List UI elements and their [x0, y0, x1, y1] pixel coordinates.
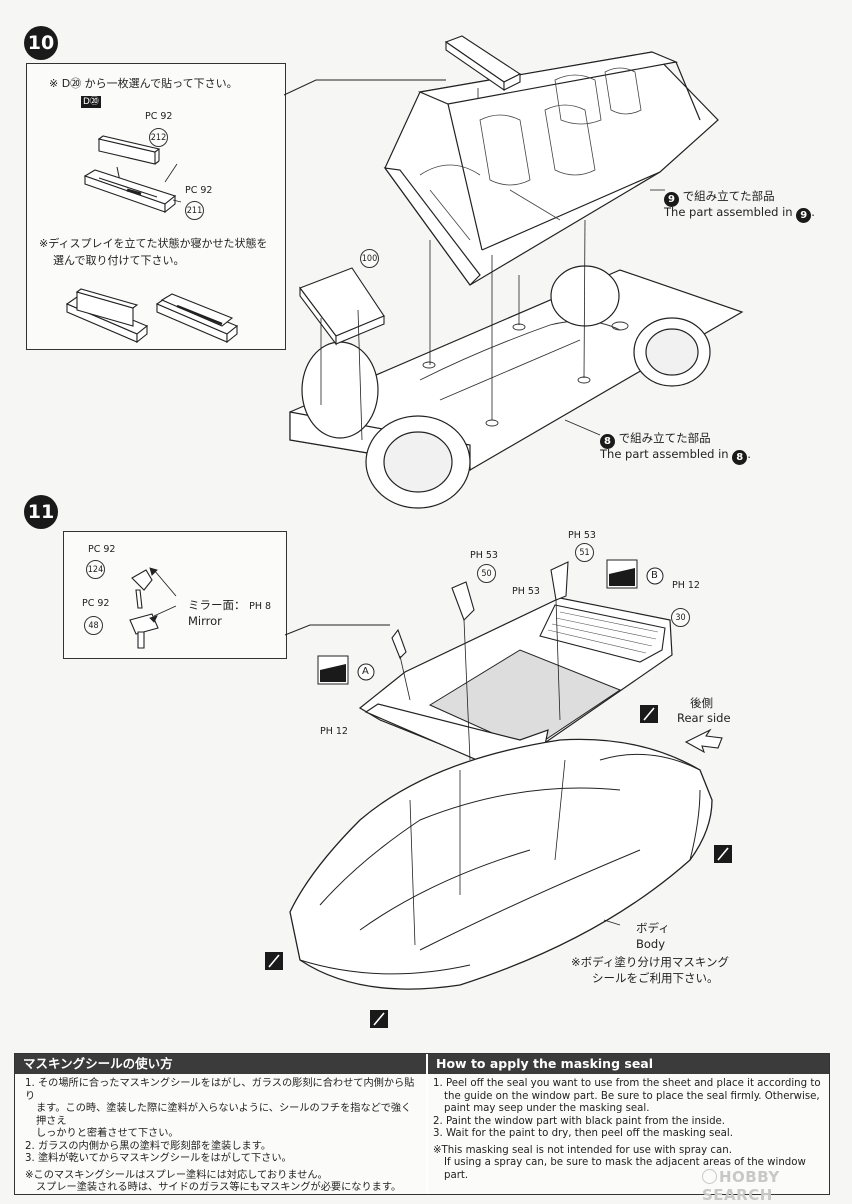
step-10-detail-drawing — [65, 135, 239, 344]
ph53-tag-interior: PH 53 — [512, 586, 540, 597]
part-30-number: 30 — [671, 608, 690, 627]
jp-line-1: 1. その場所に合ったマスキングシールをはがし、ガラスの彫刻に合わせて内側から貼… — [25, 1078, 415, 1102]
masking-jp-instructions: 1. その場所に合ったマスキングシールをはがし、ガラスの彫刻に合わせて内側から貼… — [25, 1078, 421, 1195]
en-line-6: ※This masking seal is not intended for u… — [433, 1144, 732, 1156]
callout-part-9-jp-text: で組み立てた部品 — [682, 189, 775, 203]
mirror-ph8-tag: PH 8 — [249, 601, 272, 612]
hobby-search-watermark: HOBBY SEARCH — [702, 1168, 852, 1204]
part-50-number: 50 — [477, 564, 496, 583]
callout-part-9-en-text: The part assembled in — [664, 205, 793, 219]
masking-en-instructions: 1. Peel off the seal you want to use fro… — [433, 1078, 825, 1182]
body-label-jp: ボディ — [636, 921, 670, 935]
callout-part-9-jp: 9 で組み立てた部品 — [664, 189, 775, 207]
body-masking-note-line2: シールをご利用下さい。 — [592, 971, 719, 985]
step-10-detail-box: ※ D⑳ から一枚選んで貼って下さい。 D⑳ PC 92 212 PC 92 2… — [26, 63, 286, 350]
en-line-7: If using a spray can, be sure to mask th… — [444, 1157, 806, 1181]
masking-en-header: How to apply the masking seal — [428, 1054, 829, 1074]
callout-part-8-jp: 8 で組み立てた部品 — [600, 431, 711, 449]
pc92-tag-mirror-upper: PC 92 — [88, 544, 116, 555]
en-line-1: 1. Peel off the seal you want to use fro… — [433, 1078, 821, 1089]
label-window-b: B — [651, 570, 658, 581]
part-d20-tag: D⑳ — [81, 96, 101, 108]
footer-divider — [426, 1054, 428, 1194]
callout-part-9-en-number: 9 — [796, 208, 812, 223]
callout-part-8-en: The part assembled in 8. — [600, 447, 751, 465]
en-line-3: paint may seep under the masking seal. — [444, 1103, 650, 1114]
step-10-note-display-line1: ※ディスプレイを立てた状態か寝かせた状態を — [39, 237, 268, 250]
jp-line-6: ※このマスキングシールはスプレー塗料には対応しておりません。 — [25, 1169, 328, 1181]
label-window-a: A — [362, 666, 369, 677]
part-124-number: 124 — [86, 560, 105, 579]
jp-line-3: しっかりと密着させて下さい。 — [36, 1128, 179, 1139]
watermark-circle-icon — [702, 1169, 717, 1184]
part-48-number: 48 — [84, 616, 103, 635]
step-11-detail-box: PC 92 124 PC 92 48 ミラー面： PH 8 Mirror — [63, 531, 287, 659]
step-10-number-text: 10 — [27, 32, 55, 54]
step-10-note-choose-seal: ※ D⑳ から一枚選んで貼って下さい。 — [49, 77, 238, 90]
mirror-surface-label-en: Mirror — [188, 614, 222, 628]
step-11-assembly-drawing — [265, 559, 732, 1028]
rear-side-label-en: Rear side — [677, 711, 731, 725]
masking-jp-header: マスキングシールの使い方 — [15, 1054, 426, 1074]
jp-line-2: ます。この時、塗装した際に塗料が入らないように、シールのフチを指などで強く押さえ — [36, 1103, 412, 1127]
ph53-tag-part-51: PH 53 — [568, 530, 596, 541]
step-10-assembly-drawing — [283, 35, 744, 509]
jp-line-5: 3. 塗料が乾いてからマスキングシールをはがして下さい。 — [25, 1153, 292, 1164]
body-label-en: Body — [636, 937, 666, 951]
ph12-tag-windshield: PH 12 — [320, 726, 348, 737]
en-line-5: 3. Wait for the paint to dry, then peel … — [433, 1128, 733, 1139]
part-211-number: 211 — [185, 201, 204, 220]
step-10-note-display-line2: 選んで取り付けて下さい。 — [53, 254, 185, 267]
pc92-tag-upper: PC 92 — [145, 111, 173, 122]
callout-part-8-jp-text: で組み立てた部品 — [618, 431, 711, 445]
en-line-2: the guide on the window part. Be sure to… — [444, 1090, 820, 1102]
mirror-surface-jp-text: ミラー面： — [188, 598, 246, 612]
callout-part-8-en-text: The part assembled in — [600, 447, 729, 461]
ph12-tag-rear-window: PH 12 — [672, 580, 700, 591]
body-masking-note-line1: ※ボディ塗り分け用マスキング — [571, 955, 729, 969]
part-212-number: 212 — [149, 128, 168, 147]
callout-part-8-en-number: 8 — [732, 450, 748, 465]
part-51-number: 51 — [575, 543, 594, 562]
part-100-number: 100 — [360, 249, 379, 268]
en-line-4: 2. Paint the window part with black pain… — [433, 1115, 726, 1127]
rear-side-label-jp: 後側 — [690, 696, 713, 710]
jp-line-7: スプレー塗装される時は、サイドのガラス等にもマスキングが必要になります。 — [36, 1182, 402, 1193]
jp-line-4: 2. ガラスの内側から黒の塗料で彫刻部を塗装します。 — [25, 1140, 272, 1152]
step-10-number: 10 — [24, 26, 58, 60]
step-11-detail-drawing — [129, 567, 177, 649]
step-11-number: 11 — [24, 495, 58, 529]
masking-seal-instructions: マスキングシールの使い方 How to apply the masking se… — [14, 1053, 830, 1195]
pc92-tag-mirror-lower: PC 92 — [82, 598, 110, 609]
mirror-surface-label-jp: ミラー面： PH 8 — [188, 598, 271, 613]
pc92-tag-lower: PC 92 — [185, 185, 213, 196]
callout-part-9-en: The part assembled in 9. — [664, 205, 815, 223]
ph53-tag-part-50: PH 53 — [470, 550, 498, 561]
step-11-number-text: 11 — [27, 501, 55, 523]
part-d20-label: D⑳ — [81, 96, 101, 108]
callout-part-9-number: 9 — [664, 192, 679, 207]
callout-part-8-number: 8 — [600, 434, 615, 449]
